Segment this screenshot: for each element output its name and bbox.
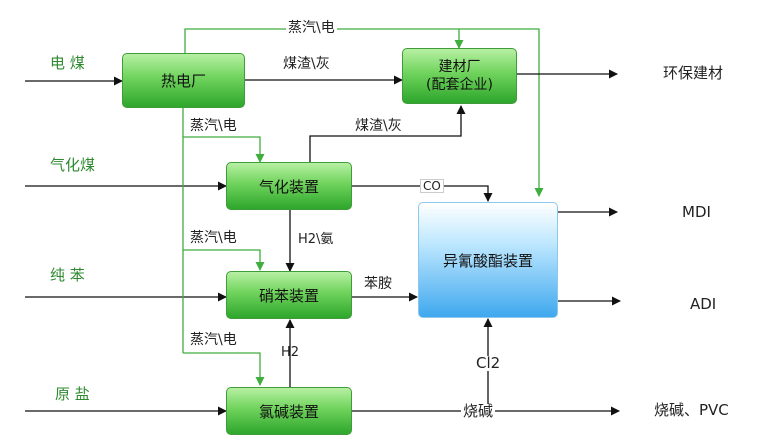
isocyanate-box: 异氰酸酯装置 (418, 202, 558, 318)
nitration-box: 硝苯装置 (226, 271, 352, 319)
chlor-alkali-label: 氯碱装置 (258, 402, 319, 421)
arrow-cl2 (352, 318, 493, 412)
nitration-label: 硝苯装置 (258, 286, 319, 305)
flow-cl2: Cl2 (474, 354, 503, 372)
output-eco-materials: 环保建材 (663, 64, 724, 82)
arrow-co (352, 185, 493, 202)
input-salt: 原 盐 (55, 385, 90, 403)
flow-h2: H2 (281, 345, 300, 360)
flow-steam-power-nitro: 蒸汽\电 (190, 230, 237, 246)
output-caustic-pvc: 烧碱、PVC (654, 401, 729, 419)
building-plant-sublabel: (配套企业) (426, 77, 493, 93)
flow-h2-ammonia: H2\氨 (298, 232, 334, 247)
flow-steam-power-gas: 蒸汽\电 (190, 118, 237, 134)
thermal-plant-label: 热电厂 (160, 72, 206, 90)
thermal-plant-box: 热电厂 (122, 53, 245, 108)
arrow-gasifier-to-building (309, 105, 466, 162)
isocyanate-label: 异氰酸酯装置 (442, 251, 533, 270)
steam-to-gasifier (183, 136, 265, 163)
gasifier-box: 气化装置 (226, 162, 352, 210)
flow-aniline: 苯胺 (364, 276, 392, 292)
input-gas-coal: 气化煤 (50, 156, 96, 174)
input-power-coal: 电 煤 (50, 54, 85, 72)
flow-steam-power-top: 蒸汽\电 (286, 20, 337, 36)
steam-to-chlor (183, 352, 265, 386)
output-mdi: MDI (682, 203, 711, 221)
input-benzene: 纯 苯 (50, 266, 85, 284)
output-adi: ADI (690, 295, 717, 313)
chlor-alkali-box: 氯碱装置 (226, 387, 352, 435)
flow-co: CO (420, 179, 444, 193)
gasifier-label: 气化装置 (258, 177, 319, 196)
flow-slag-ash-mid: 煤渣\灰 (355, 118, 402, 134)
flow-caustic: 烧碱 (461, 402, 496, 420)
building-plant-box: 建材厂 (配套企业) (402, 48, 517, 104)
flow-slag-ash-top: 煤渣\灰 (283, 56, 330, 72)
steam-to-nitration (183, 249, 265, 271)
steam-top-line (184, 28, 544, 197)
flow-steam-power-chlor: 蒸汽\电 (190, 332, 237, 348)
building-plant-label: 建材厂 (438, 58, 481, 75)
